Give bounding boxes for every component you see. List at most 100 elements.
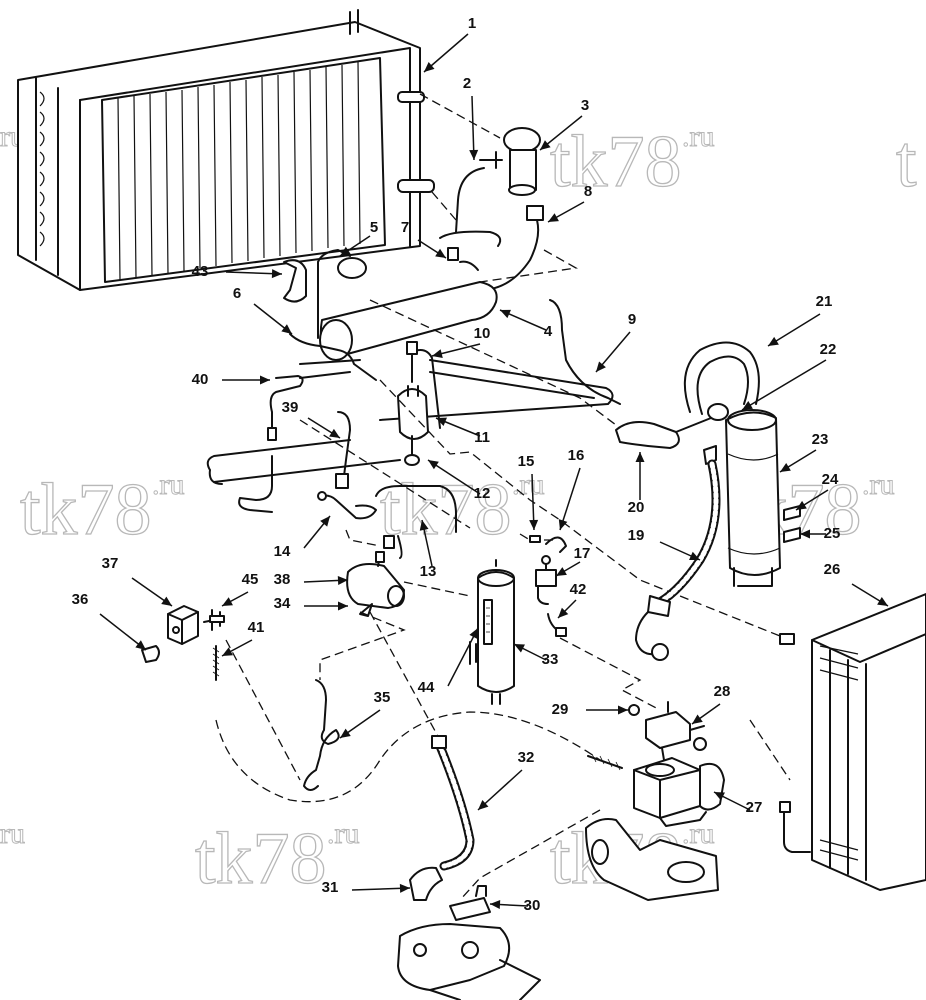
callout-13: 13 bbox=[420, 519, 437, 580]
callout-number: 38 bbox=[274, 571, 291, 588]
line-39 bbox=[337, 411, 351, 477]
clamp bbox=[283, 259, 307, 303]
callout-number: 37 bbox=[102, 555, 119, 572]
arrowhead bbox=[529, 519, 539, 530]
arrowhead bbox=[432, 349, 443, 358]
callout-6: 6 bbox=[233, 285, 293, 335]
pressure-switch bbox=[346, 551, 405, 617]
arrowhead bbox=[556, 567, 567, 576]
arrowhead bbox=[478, 799, 489, 810]
callout-7: 7 bbox=[401, 219, 447, 259]
arrowhead bbox=[558, 607, 569, 618]
switch-block bbox=[167, 605, 199, 645]
callout-number: 22 bbox=[820, 341, 837, 358]
callout-number: 12 bbox=[474, 485, 491, 502]
callout-number: 34 bbox=[274, 595, 291, 612]
line-13 bbox=[375, 485, 457, 533]
drain-tube bbox=[549, 299, 621, 405]
callout-number: 43 bbox=[192, 263, 209, 280]
callout-number: 21 bbox=[816, 293, 833, 310]
callout-42: 42 bbox=[557, 581, 587, 619]
suction-line bbox=[289, 333, 377, 381]
callout-number: 28 bbox=[714, 683, 731, 700]
line-fitting bbox=[526, 205, 544, 221]
arrowhead bbox=[558, 519, 568, 530]
arrowhead bbox=[435, 248, 446, 258]
callout-number: 41 bbox=[248, 619, 265, 636]
discharge-hose bbox=[635, 459, 721, 661]
crankcase-port bbox=[667, 861, 705, 883]
line-fitting bbox=[335, 473, 349, 489]
arrowhead bbox=[780, 462, 791, 472]
watermark-edge: ru bbox=[0, 817, 25, 850]
watermark-edge: t bbox=[896, 121, 917, 203]
line-fitting bbox=[317, 491, 327, 501]
arrowhead bbox=[340, 728, 351, 738]
arrowhead bbox=[800, 529, 810, 539]
arrowhead bbox=[596, 361, 606, 372]
valve-28-fitting bbox=[661, 701, 705, 761]
arrowhead bbox=[548, 213, 559, 222]
callout-number: 13 bbox=[420, 563, 437, 580]
watermark-suffix: .ru bbox=[327, 817, 360, 850]
leader-line bbox=[767, 313, 821, 347]
liquid-line bbox=[479, 211, 540, 291]
callout-number: 14 bbox=[274, 543, 291, 560]
arrowhead bbox=[742, 401, 753, 410]
callout-33: 33 bbox=[513, 643, 559, 668]
watermark-text: tk78 bbox=[550, 121, 682, 203]
arrowhead bbox=[399, 883, 410, 893]
callout-30: 30 bbox=[489, 897, 540, 914]
o-ring bbox=[628, 704, 640, 716]
callout-number: 36 bbox=[72, 591, 89, 608]
arrowhead bbox=[428, 460, 439, 470]
callout-number: 45 bbox=[242, 571, 259, 588]
callout-number: 23 bbox=[812, 431, 829, 448]
callout-24: 24 bbox=[795, 471, 839, 511]
callout-32: 32 bbox=[477, 749, 534, 811]
crankcase-cover bbox=[585, 818, 719, 901]
callout-19: 19 bbox=[628, 527, 701, 561]
equalizer-line bbox=[455, 167, 485, 233]
callout-44: 44 bbox=[418, 627, 479, 696]
callout-39: 39 bbox=[282, 399, 341, 439]
callout-31: 31 bbox=[322, 879, 411, 896]
callout-15: 15 bbox=[518, 453, 539, 531]
line-fitting bbox=[447, 247, 459, 261]
callout-number: 35 bbox=[374, 689, 391, 706]
leader-line bbox=[447, 627, 479, 687]
watermark-text: tk78 bbox=[380, 469, 512, 551]
line-fitting bbox=[555, 627, 567, 637]
suction-hose bbox=[615, 421, 680, 449]
callout-41: 41 bbox=[221, 619, 265, 657]
arrowhead bbox=[338, 601, 348, 611]
callout-number: 16 bbox=[568, 447, 585, 464]
watermark-suffix: .ru bbox=[862, 468, 895, 501]
callout-17: 17 bbox=[555, 545, 590, 577]
arrowhead bbox=[161, 596, 172, 606]
callout-2: 2 bbox=[463, 75, 479, 161]
evaporator-coil bbox=[17, 9, 435, 291]
callout-number: 31 bbox=[322, 879, 339, 896]
arrowhead bbox=[689, 551, 700, 560]
arrowhead bbox=[692, 714, 703, 724]
callout-number: 42 bbox=[570, 581, 587, 598]
line-fitting bbox=[693, 737, 707, 751]
callout-number: 33 bbox=[542, 651, 559, 668]
callout-number: 8 bbox=[584, 183, 592, 200]
callout-36: 36 bbox=[72, 591, 147, 651]
watermark-text: tk78 bbox=[20, 469, 152, 551]
callout-number: 1 bbox=[468, 15, 476, 32]
callout-3: 3 bbox=[539, 97, 589, 151]
line-fitting bbox=[375, 551, 385, 563]
callout-26: 26 bbox=[824, 561, 889, 607]
callout-14: 14 bbox=[274, 515, 331, 560]
arrowhead bbox=[135, 640, 146, 650]
arrowhead bbox=[271, 269, 282, 279]
leader-line bbox=[427, 459, 481, 495]
callout-21: 21 bbox=[767, 293, 833, 347]
callout-29: 29 bbox=[552, 701, 628, 718]
arrowhead bbox=[714, 792, 725, 801]
accumulator bbox=[683, 341, 801, 587]
line-fitting bbox=[267, 427, 277, 441]
